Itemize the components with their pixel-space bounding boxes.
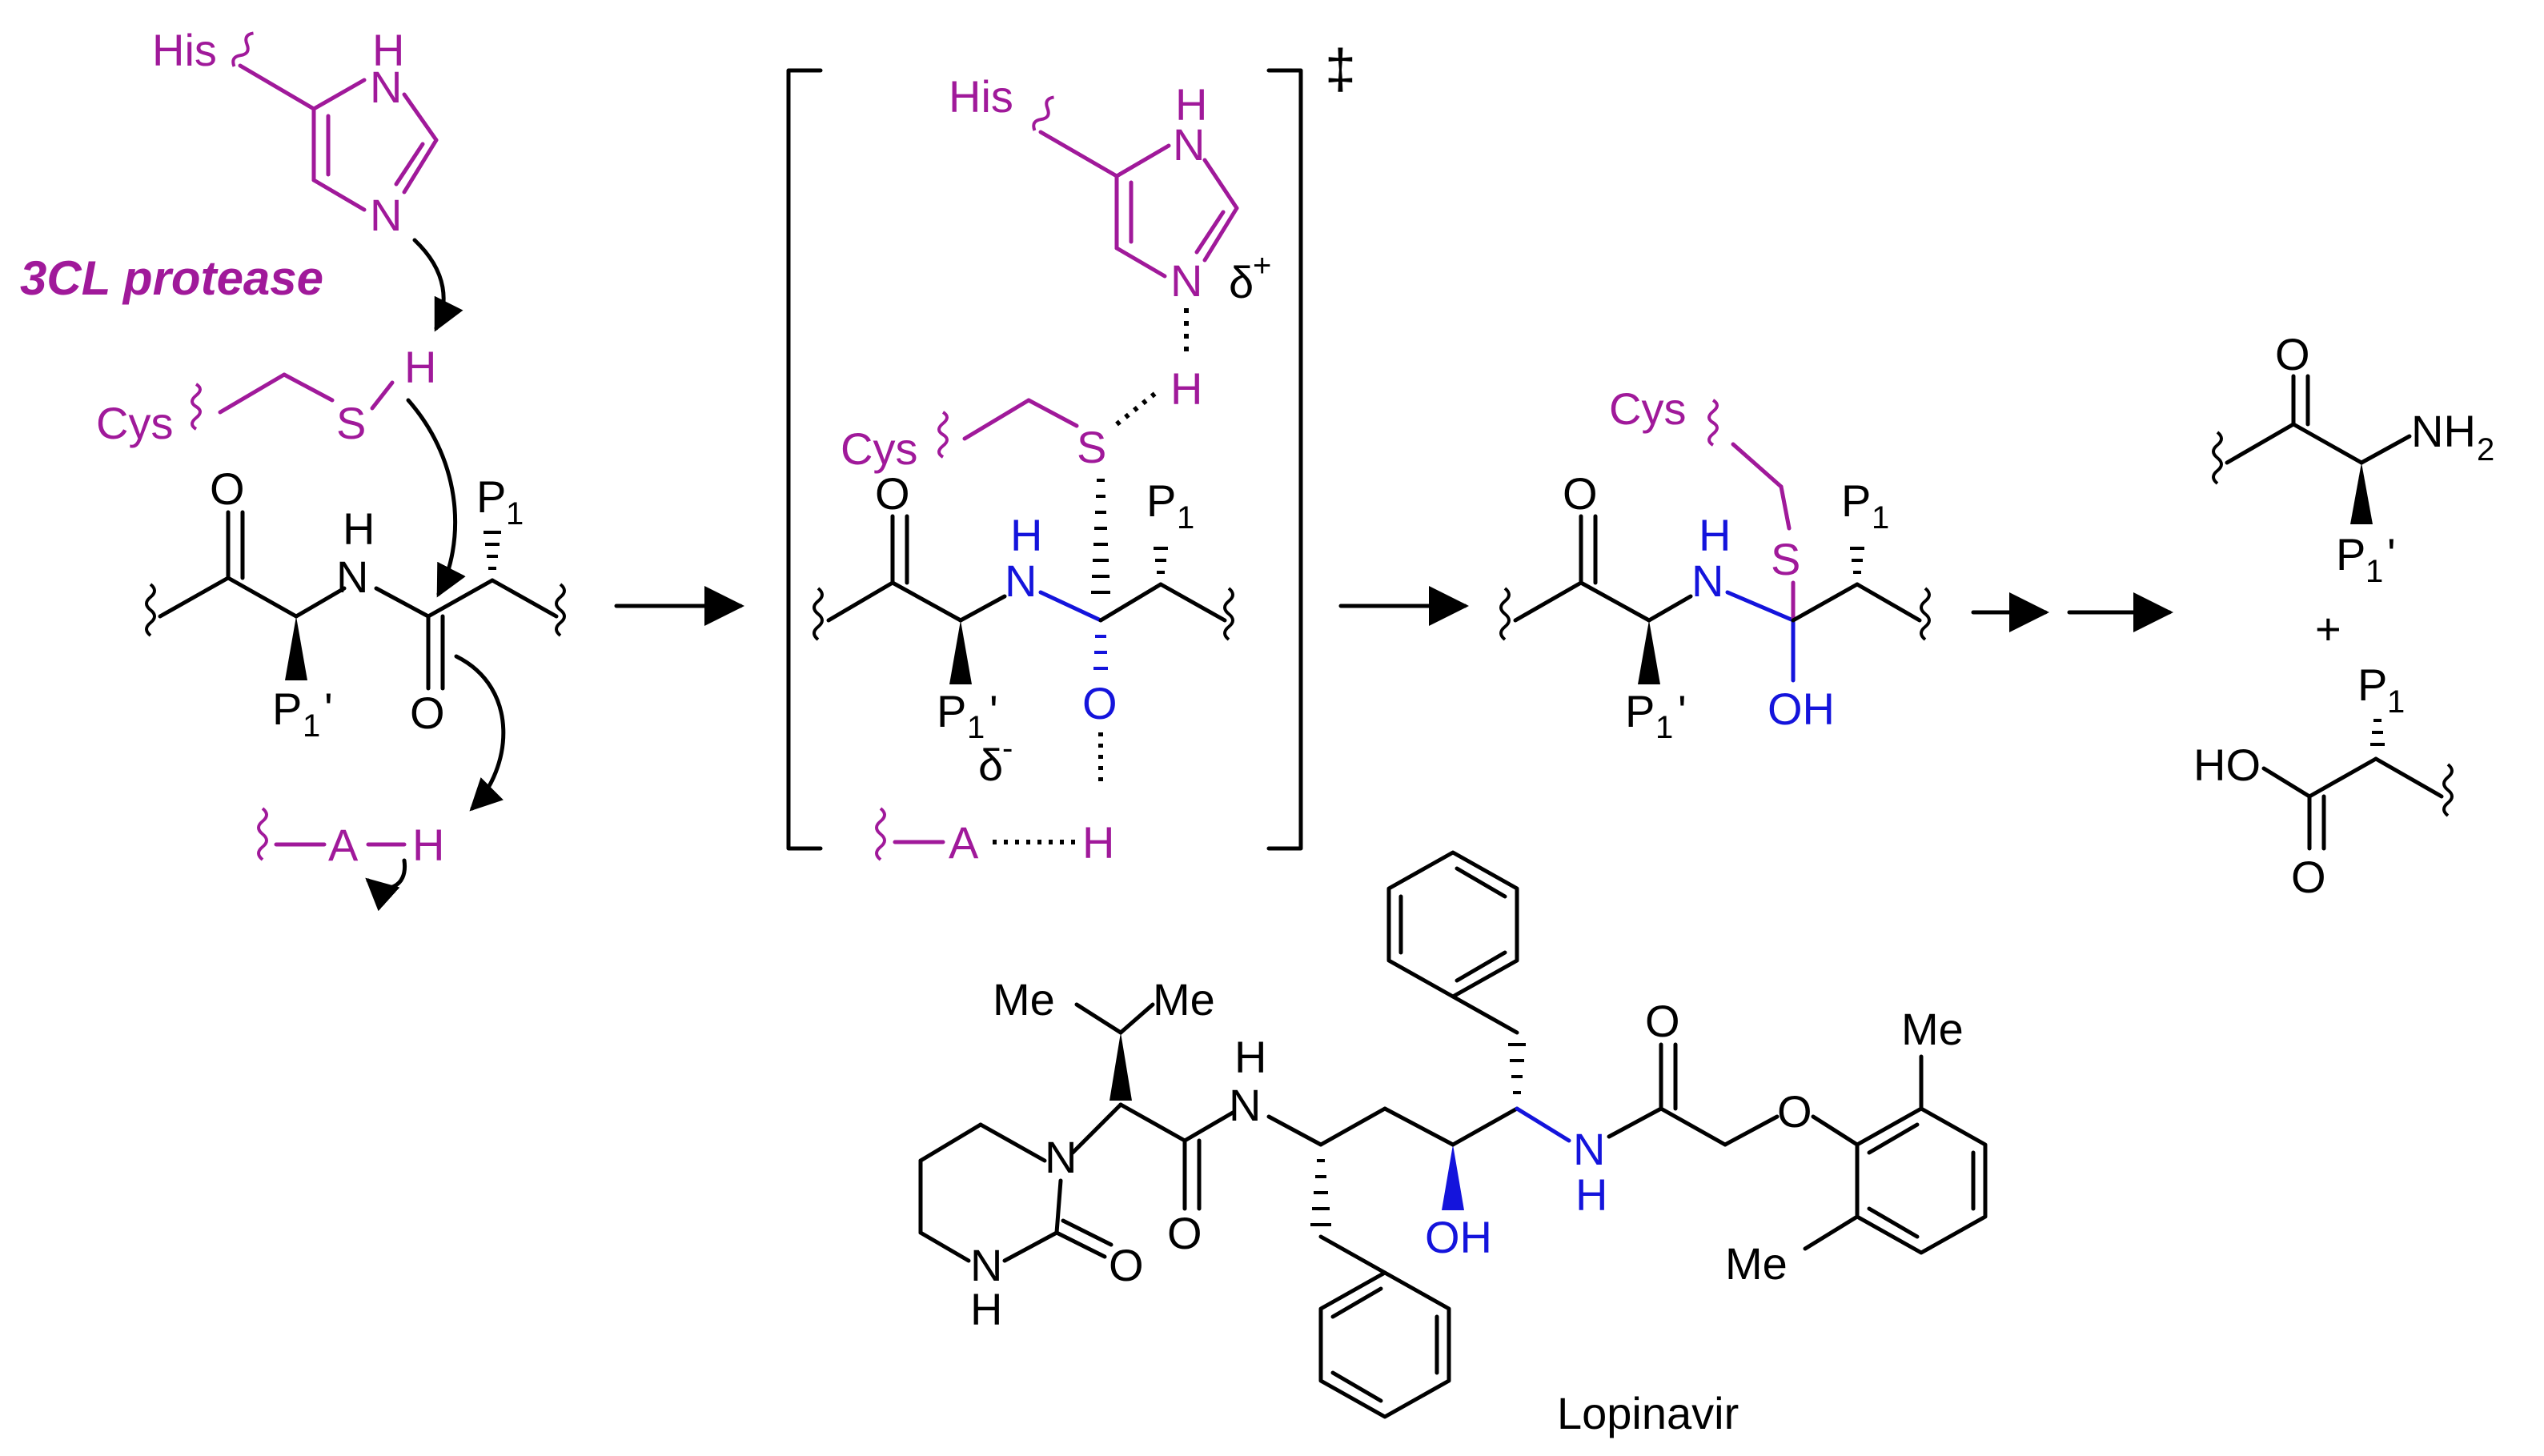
- svg-text:1: 1: [506, 496, 524, 531]
- panel-products: O NH 2 P 1 ' + P 1 HO O: [2193, 329, 2494, 902]
- lopinavir-oh: OH: [1425, 1212, 1492, 1262]
- svg-text:': ': [1678, 686, 1687, 736]
- svg-text:O: O: [2291, 852, 2326, 902]
- svg-text:1: 1: [2365, 554, 2383, 589]
- panel-substrate: His H N N 3CL protease Cys S H: [20, 25, 566, 912]
- acid-residue-1: A H: [257, 807, 444, 912]
- product-ho: HO: [2193, 740, 2261, 790]
- svg-text:N: N: [1170, 255, 1202, 306]
- svg-text:P: P: [2357, 660, 2387, 710]
- delta-plus: δ: [1229, 257, 1254, 307]
- o-top-1: O: [210, 463, 245, 514]
- svg-text:Cys: Cys: [841, 423, 917, 474]
- svg-text:1: 1: [967, 710, 985, 745]
- ts-s: S: [1077, 422, 1106, 472]
- svg-text:O: O: [2275, 329, 2310, 379]
- svg-text:H: H: [1575, 1169, 1607, 1220]
- enzyme-name: 3CL protease: [20, 251, 323, 305]
- cys-label: Cys: [96, 398, 173, 448]
- panel-intermediate: Cys S O P 1 ' H N OH P 1: [1499, 383, 1931, 745]
- substrate-peptide: O P 1 ' H N O P 1: [145, 463, 566, 744]
- svg-text:P: P: [937, 686, 966, 736]
- svg-text:P: P: [1841, 475, 1871, 526]
- svg-text:1: 1: [2387, 684, 2405, 720]
- svg-text:+: +: [1253, 248, 1271, 283]
- svg-text:1: 1: [303, 708, 320, 744]
- svg-text:P: P: [1625, 686, 1655, 736]
- svg-text:N: N: [1229, 1080, 1261, 1130]
- panel-transition-state: ‡ His H N N δ + H Cys S: [786, 38, 1356, 868]
- ts-n: N: [1005, 556, 1037, 606]
- ring-n-1: N: [1045, 1132, 1077, 1182]
- svg-text:O: O: [1645, 996, 1680, 1046]
- products-plus: +: [2315, 604, 2341, 654]
- his-label: His: [152, 25, 217, 75]
- svg-text:P: P: [2336, 529, 2365, 580]
- acid-h-1: H: [412, 820, 444, 870]
- svg-text:N: N: [1691, 556, 1723, 606]
- svg-text:N: N: [1173, 119, 1205, 170]
- svg-text:2: 2: [2477, 432, 2494, 467]
- svg-text:P: P: [1146, 475, 1176, 526]
- ts-o: O: [1082, 678, 1118, 728]
- svg-text:1: 1: [1177, 500, 1194, 535]
- svg-text:': ': [324, 684, 333, 734]
- o-bottom-1: O: [410, 688, 445, 738]
- ts-a: A: [949, 817, 979, 868]
- svg-text:1: 1: [1655, 710, 1673, 745]
- drug-name: Lopinavir: [1557, 1388, 1739, 1438]
- svg-text:O: O: [875, 468, 910, 519]
- nh-h-1: H: [343, 503, 375, 554]
- lopinavir-nh-n: N: [1573, 1124, 1605, 1174]
- svg-text:-: -: [1002, 731, 1013, 766]
- svg-text:H: H: [1234, 1032, 1266, 1082]
- cys-h: H: [404, 342, 436, 392]
- me-4: Me: [1725, 1238, 1788, 1289]
- svg-text:H: H: [1175, 79, 1207, 130]
- ring-n-2: N: [970, 1240, 1002, 1290]
- nh-n-1: N: [336, 552, 368, 602]
- his-residue: His H N N: [152, 25, 439, 240]
- product-nh2: NH: [2411, 406, 2476, 456]
- int-oh: OH: [1768, 684, 1835, 734]
- ts-acid-h: H: [1082, 817, 1114, 868]
- ts-his-h: H: [1170, 363, 1202, 414]
- me-1: Me: [993, 974, 1055, 1025]
- acid-a-1: A: [328, 820, 359, 870]
- svg-text:1: 1: [1872, 500, 1889, 535]
- transition-state-symbol: ‡: [1325, 38, 1356, 100]
- p1prime-1: P: [272, 684, 302, 734]
- cys-residue: Cys S H: [96, 342, 436, 448]
- me-2: Me: [1153, 974, 1215, 1025]
- svg-text:O: O: [1167, 1208, 1202, 1258]
- int-s: S: [1771, 534, 1800, 584]
- his-n: N: [370, 190, 402, 240]
- ether-o: O: [1777, 1086, 1812, 1137]
- svg-text:H: H: [1699, 510, 1731, 560]
- his-nh-n: N: [370, 62, 402, 112]
- me-3: Me: [1901, 1004, 1964, 1054]
- ring-o: O: [1109, 1240, 1144, 1290]
- p1-1: P: [476, 471, 506, 522]
- svg-text:H: H: [1010, 510, 1042, 560]
- delta-minus: δ: [978, 740, 1003, 790]
- his-nh-h: H: [372, 25, 404, 75]
- cys-s: S: [336, 398, 366, 448]
- svg-text:O: O: [1563, 468, 1598, 519]
- svg-text:Cys: Cys: [1609, 383, 1686, 434]
- svg-text:': ': [2387, 529, 2396, 580]
- svg-text:': ': [989, 686, 998, 736]
- svg-text:H: H: [970, 1284, 1002, 1334]
- lopinavir-structure: Me Me N N H O O H N: [918, 850, 1988, 1438]
- svg-text:His: His: [949, 71, 1013, 122]
